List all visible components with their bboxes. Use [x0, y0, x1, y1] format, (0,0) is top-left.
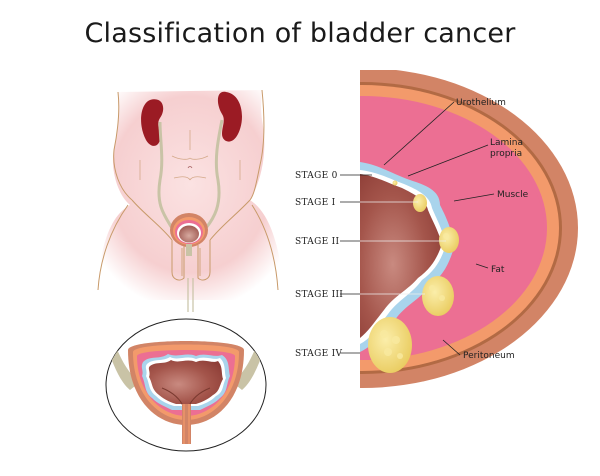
stage-1-label: STAGE I — [295, 198, 336, 208]
stage-0-label: STAGE 0 — [295, 171, 338, 181]
right-kidney — [217, 91, 242, 142]
leader-lines — [340, 101, 495, 356]
urothelium-label: Urothelium — [456, 98, 506, 108]
torso-illustration — [96, 89, 285, 312]
left-kidney — [141, 99, 164, 146]
muscle-label: Muscle — [497, 190, 529, 200]
stage-2-label: STAGE II — [295, 237, 339, 247]
small-bladder — [170, 213, 208, 256]
fat-label: Fat — [491, 265, 505, 275]
tumors — [368, 180, 459, 373]
peritoneum-label: Peritoneum — [463, 351, 515, 361]
left-ureter — [157, 121, 174, 229]
stage-3-label: STAGE III — [295, 290, 343, 300]
propria-label: propria — [490, 149, 522, 159]
diagram-title: Classification of bladder cancer — [84, 18, 516, 49]
magnified-bladder-circle — [105, 318, 267, 452]
right-ureter — [204, 119, 224, 229]
lamina-label: Lamina — [490, 138, 523, 148]
stage-4-label: STAGE IV — [295, 349, 342, 359]
